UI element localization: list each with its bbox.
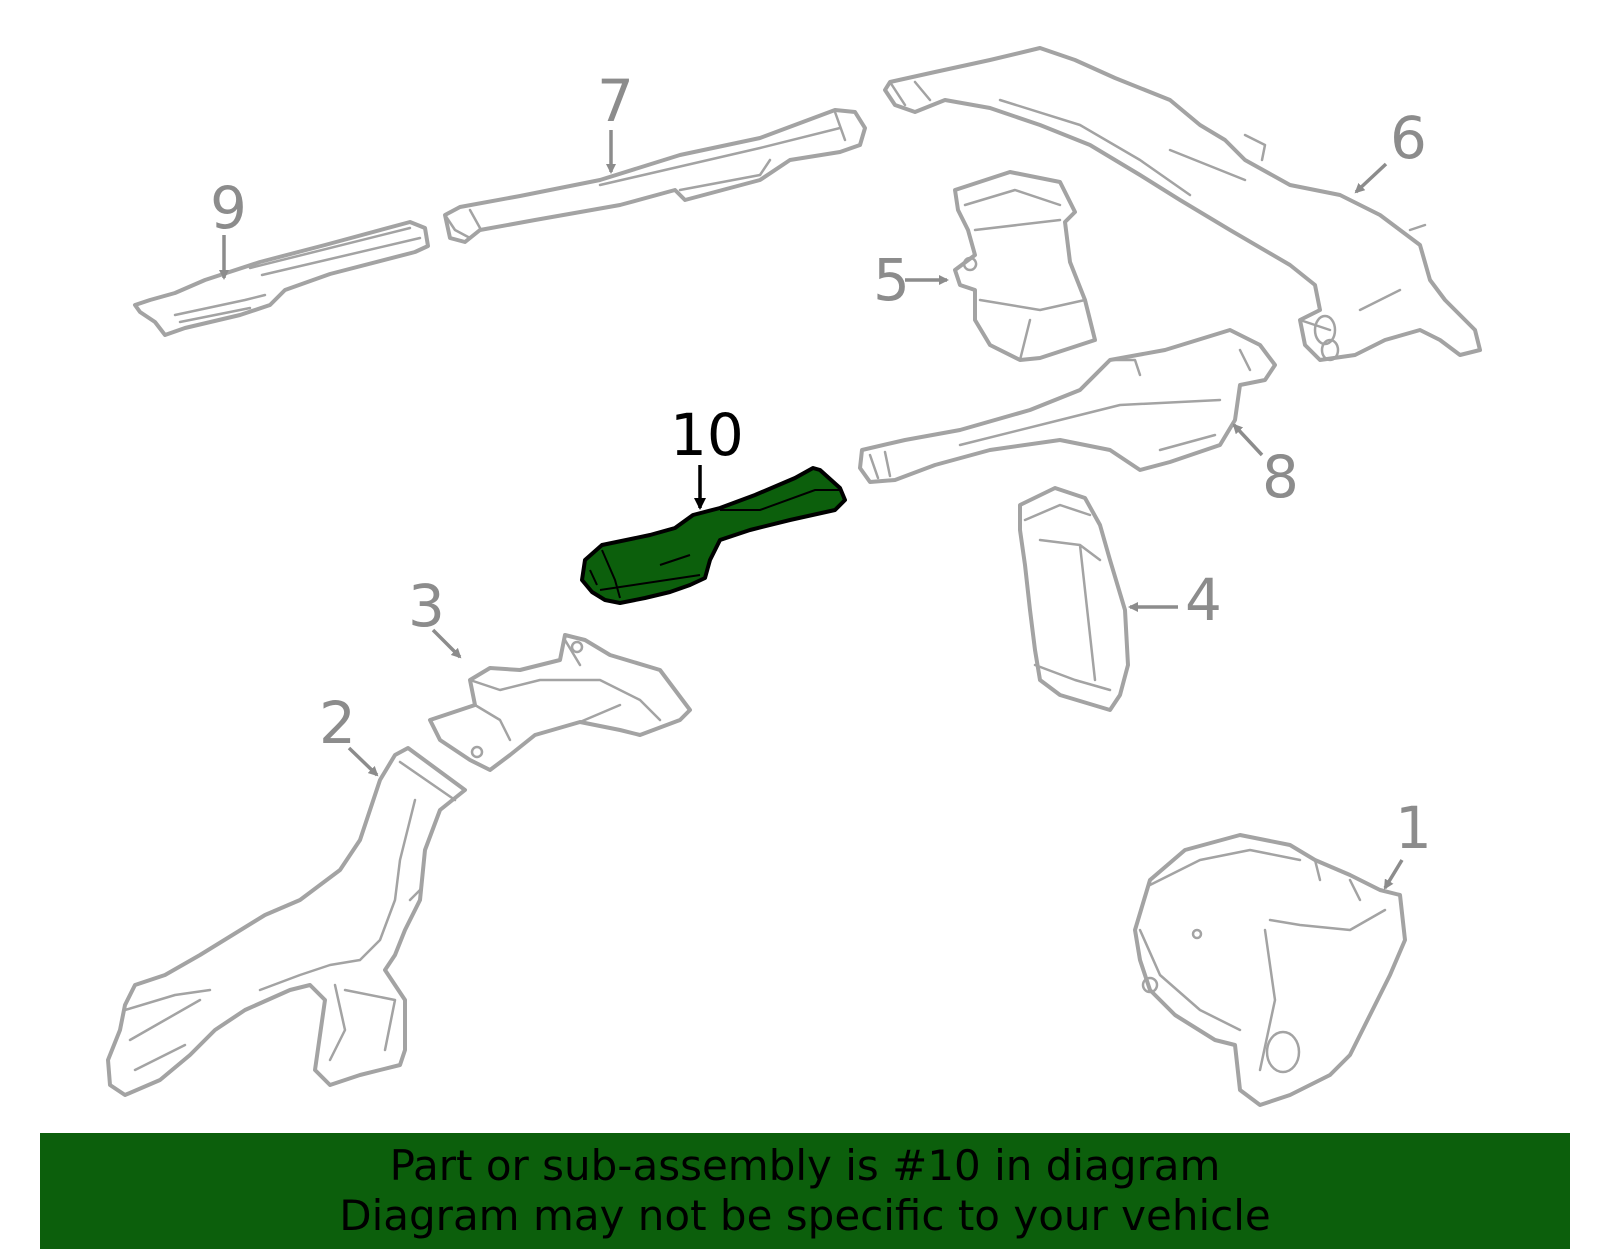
callout-10: 10 bbox=[670, 401, 744, 469]
part-10-highlighted[interactable] bbox=[580, 466, 847, 605]
part-3-duct[interactable] bbox=[428, 633, 692, 772]
banner-line-1: Part or sub-assembly is #10 in diagram bbox=[389, 1141, 1221, 1190]
leader-1 bbox=[1383, 859, 1404, 890]
part-9-duct[interactable] bbox=[133, 220, 430, 337]
callout-6: 6 bbox=[1390, 104, 1427, 172]
banner-line-2: Diagram may not be specific to your vehi… bbox=[339, 1191, 1271, 1240]
callout-3: 3 bbox=[408, 572, 445, 640]
leader-2 bbox=[347, 746, 379, 777]
callout-5: 5 bbox=[873, 246, 910, 314]
leader-6 bbox=[1354, 162, 1388, 194]
part-1-housing[interactable] bbox=[1133, 833, 1407, 1107]
info-banner: Part or sub-assembly is #10 in diagram D… bbox=[40, 1133, 1570, 1249]
part-5-vent[interactable] bbox=[953, 170, 1097, 362]
part-7-duct[interactable] bbox=[443, 108, 867, 244]
part-6-duct[interactable] bbox=[883, 46, 1482, 362]
callout-9: 9 bbox=[210, 174, 247, 242]
callout-4: 4 bbox=[1185, 566, 1222, 634]
callout-1: 1 bbox=[1395, 794, 1432, 862]
callout-8: 8 bbox=[1262, 443, 1299, 511]
leader-8 bbox=[1232, 423, 1264, 457]
leader-3 bbox=[431, 628, 462, 659]
part-4-vent[interactable] bbox=[1018, 486, 1130, 712]
callout-2: 2 bbox=[319, 689, 356, 757]
part-8-duct[interactable] bbox=[858, 328, 1277, 484]
part-2-duct[interactable] bbox=[106, 746, 467, 1097]
callout-7: 7 bbox=[597, 67, 634, 135]
